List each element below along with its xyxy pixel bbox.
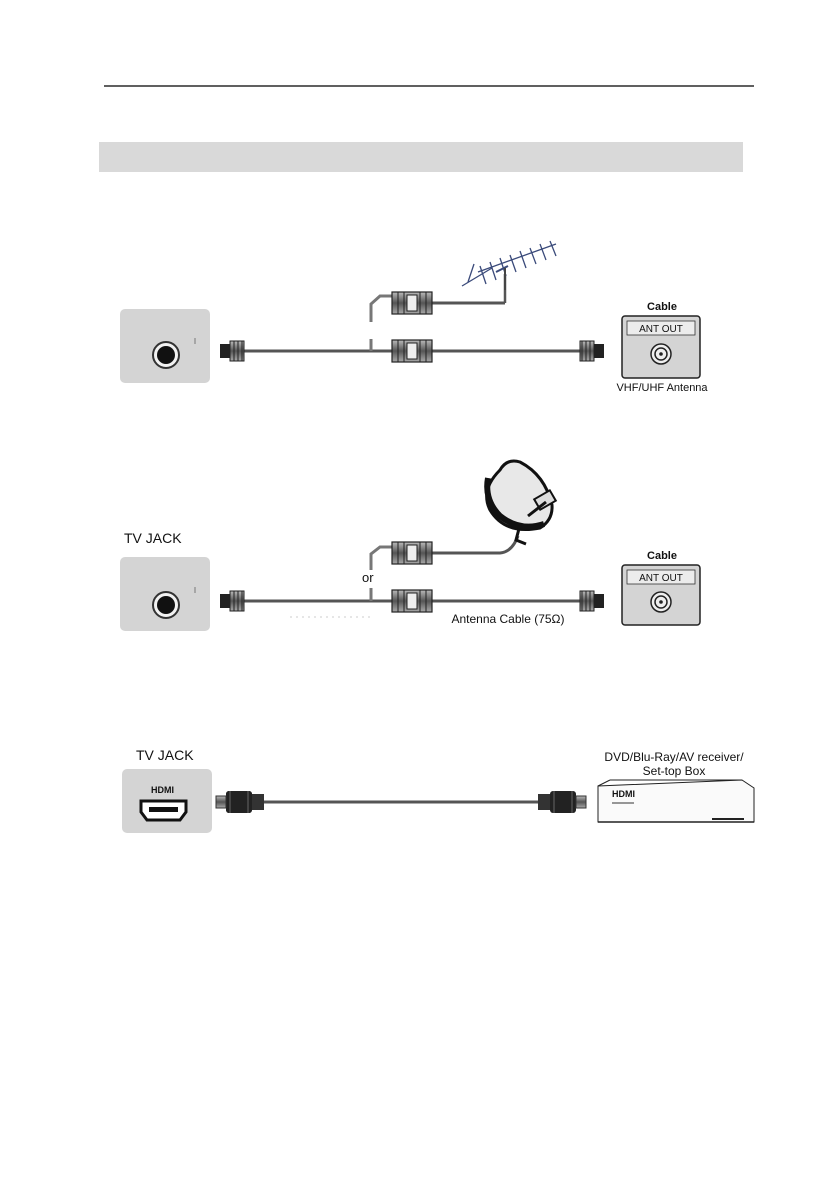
dish-lead-cable (432, 536, 518, 553)
device-label-line2: Set-top Box (643, 764, 706, 778)
coax-coupler-upper (392, 542, 432, 564)
wall-side-coax-plug (580, 591, 604, 611)
device-side-hdmi-plug (538, 791, 586, 813)
tv-jack-label: TV JACK (136, 747, 194, 763)
tv-side-coax-plug (220, 591, 244, 611)
antenna-cable-label: Antenna Cable (75Ω) (451, 612, 564, 626)
cable-label: Cable (647, 301, 677, 313)
wall-side-coax-plug (580, 341, 604, 361)
tv-hdmi-port-label: HDMI (151, 785, 174, 795)
set-top-box-icon (598, 780, 754, 822)
vhf-uhf-antenna-icon (462, 241, 556, 290)
satellite-dish-icon (487, 461, 556, 544)
section-bar (99, 142, 743, 172)
or-label: or (362, 570, 374, 585)
vhf-uhf-antenna-label: VHF/UHF Antenna (616, 382, 708, 394)
diagram-hdmi-connection: TV JACK HDMI DVD/Blu-Ray/AV receiver/ Se… (122, 747, 754, 833)
coax-coupler-upper (392, 292, 432, 314)
coax-coupler-lower (392, 340, 432, 362)
coax-coupler-lower (392, 590, 432, 612)
tv-side-coax-plug (220, 341, 244, 361)
antenna-branch-cable (371, 296, 392, 351)
device-hdmi-label: HDMI (612, 789, 635, 799)
ant-out-label: ANT OUT (639, 324, 683, 335)
diagram-antenna-connection: Cable ANT OUT VHF/UHF Antenna (120, 241, 708, 394)
device-label-line1: DVD/Blu-Ray/AV receiver/ (604, 750, 744, 764)
tv-jack-label: TV JACK (124, 530, 182, 546)
cable-label: Cable (647, 550, 677, 562)
diagram-satellite-connection: TV JACK or Cable ANT OUT An (120, 461, 700, 631)
tv-side-hdmi-plug-body (216, 791, 264, 813)
dish-branch-cable (371, 547, 392, 601)
ant-out-label: ANT OUT (639, 573, 683, 584)
